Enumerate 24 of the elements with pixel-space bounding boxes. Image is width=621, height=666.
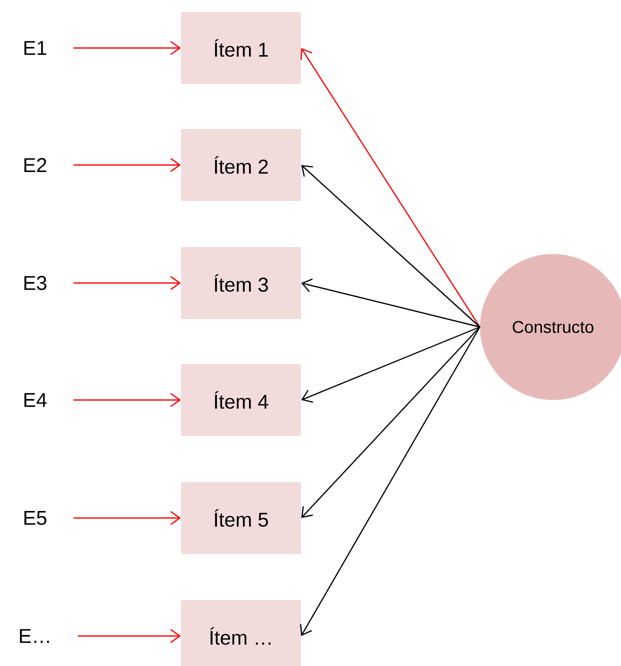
item-box: Ítem 5: [181, 482, 301, 554]
arrow: [301, 165, 480, 328]
error-label: E3: [24, 276, 46, 290]
error-label: E5: [24, 511, 46, 525]
item-box: Ítem …: [181, 600, 301, 666]
error-label: E4: [24, 393, 47, 407]
arrow: [73, 41, 181, 55]
arrow: [300, 326, 480, 636]
arrow: [73, 511, 181, 525]
error-label: E…: [20, 629, 49, 643]
item-box: Ítem 3: [181, 247, 301, 319]
arrow: [73, 276, 181, 290]
item-box: Ítem 1: [181, 12, 301, 84]
arrow: [73, 393, 181, 407]
arrow: [73, 158, 181, 172]
arrow: [78, 629, 181, 643]
arrow: [300, 48, 480, 328]
item-box: Ítem 4: [181, 364, 301, 436]
arrow: [301, 326, 480, 403]
error-label: E2: [24, 158, 46, 172]
error-label: E1: [24, 41, 46, 55]
item-box: Ítem 2: [181, 129, 301, 201]
arrow: [301, 278, 480, 328]
arrow: [301, 326, 480, 518]
